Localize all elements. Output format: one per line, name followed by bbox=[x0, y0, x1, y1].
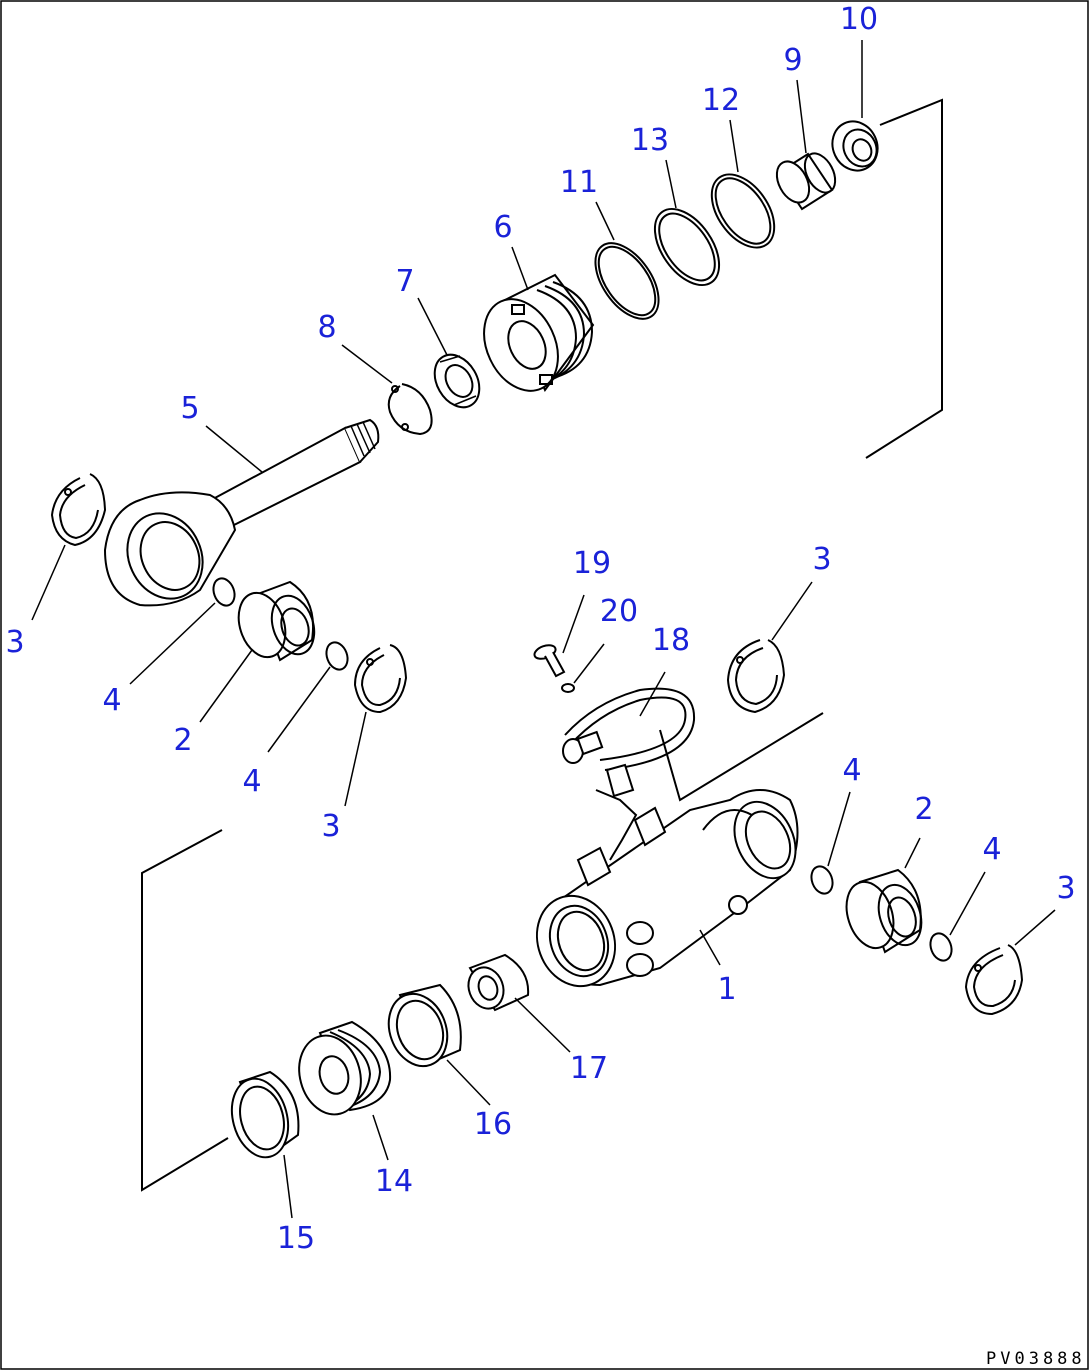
callout-2-right: 2 bbox=[914, 792, 933, 827]
callout-14: 14 bbox=[375, 1164, 413, 1199]
callout-11: 11 bbox=[560, 165, 598, 200]
callout-10: 10 bbox=[840, 2, 878, 37]
assembly-bracket-lower bbox=[141, 829, 229, 1192]
part-20-washer bbox=[561, 683, 575, 693]
callout-labels: 10 9 12 13 11 6 7 8 5 3 4 2 4 3 19 20 18… bbox=[5, 2, 1075, 1256]
part-9-collar bbox=[775, 152, 837, 211]
callout-5: 5 bbox=[180, 391, 199, 426]
callout-4-left: 4 bbox=[102, 683, 121, 718]
assembly-bracket-upper bbox=[865, 98, 943, 459]
part-4-washer-a bbox=[212, 577, 236, 607]
callout-4-right: 4 bbox=[842, 753, 861, 788]
callout-7: 7 bbox=[395, 264, 414, 299]
callout-3-far-right: 3 bbox=[1056, 871, 1075, 906]
part-5-piston-rod bbox=[103, 418, 380, 607]
callout-18: 18 bbox=[652, 623, 690, 658]
part-3-snap-ring-a bbox=[50, 473, 107, 547]
callout-9: 9 bbox=[783, 43, 802, 78]
callout-12: 12 bbox=[702, 83, 740, 118]
callout-20: 20 bbox=[600, 594, 638, 629]
part-7-nut bbox=[433, 353, 481, 409]
part-2-bearing-b bbox=[845, 868, 923, 954]
part-16-wear-ring bbox=[387, 983, 462, 1068]
part-18-hose-pipe bbox=[562, 687, 824, 861]
drawing-code: PV03888 bbox=[986, 1349, 1086, 1369]
callout-19: 19 bbox=[573, 546, 611, 581]
callout-15: 15 bbox=[277, 1221, 315, 1256]
part-4-washer-b bbox=[325, 641, 349, 671]
part-3-snap-ring-b bbox=[353, 644, 408, 714]
part-4-washer-d bbox=[929, 932, 953, 962]
callout-3-left: 3 bbox=[5, 625, 24, 660]
callout-3-upper-right: 3 bbox=[812, 542, 831, 577]
callout-8: 8 bbox=[317, 310, 336, 345]
callout-17: 17 bbox=[570, 1051, 608, 1086]
part-10-bushing bbox=[831, 120, 879, 172]
part-3-snap-ring-c bbox=[726, 639, 786, 714]
part-2-bearing-a bbox=[237, 580, 316, 662]
part-11-o-ring bbox=[594, 242, 660, 320]
leader-lines bbox=[31, 40, 1056, 1219]
part-14-piston bbox=[298, 1020, 392, 1116]
part-1-cylinder-body bbox=[535, 789, 799, 988]
part-4-washer-c bbox=[810, 865, 834, 895]
callout-3-mid: 3 bbox=[321, 809, 340, 844]
callout-4-mid: 4 bbox=[242, 764, 261, 799]
part-19-bolt bbox=[533, 644, 566, 678]
callout-6: 6 bbox=[493, 210, 512, 245]
callout-4-far-right: 4 bbox=[982, 832, 1001, 867]
part-3-snap-ring-d bbox=[964, 944, 1024, 1016]
callout-2-left: 2 bbox=[173, 723, 192, 758]
callout-1: 1 bbox=[717, 972, 736, 1007]
part-17-nut bbox=[467, 953, 530, 1012]
part-13-backup-ring bbox=[653, 207, 721, 287]
part-8-snap-ring bbox=[387, 383, 433, 436]
part-15-cap bbox=[230, 1070, 300, 1159]
callout-13: 13 bbox=[631, 123, 669, 158]
part-12-o-ring bbox=[710, 173, 776, 249]
callout-16: 16 bbox=[474, 1107, 512, 1142]
part-6-piston bbox=[483, 273, 595, 392]
